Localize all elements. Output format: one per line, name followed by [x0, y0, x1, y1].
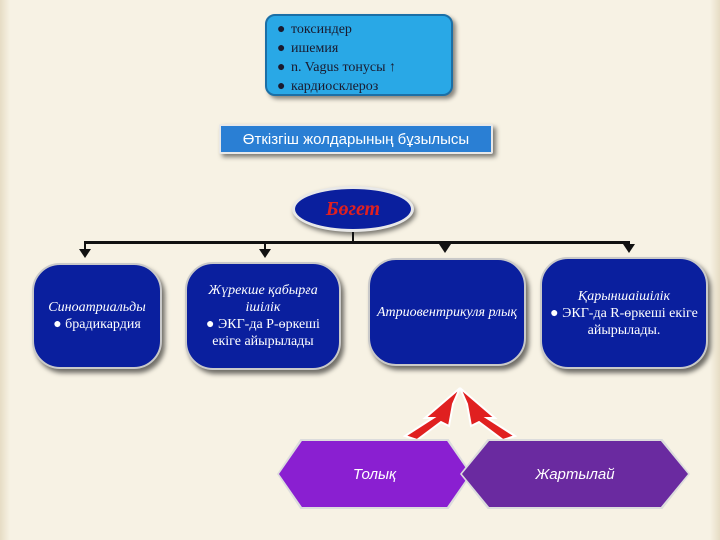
bullet-icon: ●	[277, 41, 286, 56]
block-type-title: Синоатриальды	[48, 300, 146, 315]
partial-block-hexagon: Жартылай	[462, 441, 688, 507]
conduction-disorder-box: Өткізгіш жолдарының бұзылысы	[219, 124, 493, 154]
cause-item: ●кардиосклероз	[277, 79, 379, 94]
arrowhead-icon	[623, 244, 635, 253]
block-type-detail: ● ЭКГ-да R-өркеші екіге айырылады.	[550, 305, 698, 338]
left-frame-border	[0, 0, 10, 540]
bullet-icon: ●	[277, 22, 286, 37]
block-type-detail: ● брадикардия	[53, 317, 141, 332]
bullet-icon: ●	[277, 79, 286, 94]
cause-item: ●n. Vagus тонусы ↑	[277, 60, 397, 75]
branch-drop-line	[264, 242, 266, 250]
intraventricular-block-box: Қарыншаішілік ● ЭКГ-да R-өркеші екіге ай…	[540, 257, 708, 369]
trunk-connector-line	[352, 232, 354, 242]
branch-connector-line	[84, 241, 630, 244]
arrowhead-icon	[79, 249, 91, 258]
block-type-detail: ● ЭКГ-да Р-өркеші екіге айырылады	[206, 317, 320, 349]
partial-block-label: Жартылай	[535, 465, 615, 483]
right-frame-border	[710, 0, 720, 540]
causes-box: ●токсиндер ●ишемия ●n. Vagus тонусы ↑ ●к…	[265, 14, 453, 96]
conduction-label: Өткізгіш жолдарының бұзылысы	[242, 130, 470, 148]
cause-item: ●ишемия	[277, 41, 339, 56]
arrowhead-icon	[259, 249, 271, 258]
bullet-icon: ●	[277, 60, 286, 75]
sinoatrial-block-box: Синоатриальды ● брадикардия	[32, 263, 162, 369]
block-label: Бөгет	[325, 197, 381, 220]
split-arrow-icon	[402, 387, 518, 442]
cause-item: ●токсиндер	[277, 22, 352, 37]
atrioventricular-block-box: Атриовентрикуля рлық	[368, 258, 526, 366]
full-block-label: Толық	[352, 465, 397, 483]
intra-atrial-block-box: Жүрекше қабырға ішілік ● ЭКГ-да Р-өркеші…	[185, 262, 341, 370]
block-type-title: Жүрекше қабырға ішілік	[208, 283, 318, 315]
block-type-title: Қарыншаішілік	[577, 288, 671, 304]
branch-drop-line	[84, 242, 86, 250]
block-type-title: Атриовентрикуля рлық	[376, 304, 518, 320]
full-block-hexagon: Толық	[279, 441, 470, 507]
arrowhead-icon	[439, 244, 451, 253]
block-oval: Бөгет	[292, 186, 414, 232]
